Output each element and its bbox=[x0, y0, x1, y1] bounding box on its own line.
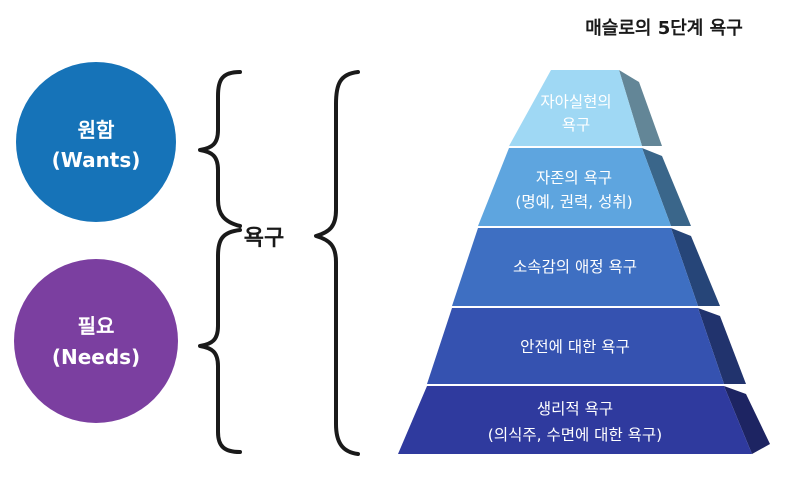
needs-sublabel: (Needs) bbox=[52, 345, 140, 369]
tier-label: 생리적 욕구 bbox=[537, 400, 613, 418]
pyramid-tier-physiological: 생리적 욕구 (의식주, 수면에 대한 욕구) bbox=[398, 386, 770, 454]
wants-label: 원함 bbox=[78, 118, 115, 142]
wants-circle: 원함 (Wants) bbox=[16, 62, 176, 222]
tier-label: 자존의 욕구 bbox=[536, 169, 612, 187]
pyramid-tier-esteem: 자존의 욕구 (명예, 권력, 성취) bbox=[478, 148, 691, 226]
tier-label: 자아실현의 bbox=[540, 93, 611, 111]
pyramid-tier-safety: 안전에 대한 욕구 bbox=[427, 308, 746, 384]
pyramid-tier-self-actualization: 자아실현의 욕구 bbox=[509, 70, 662, 146]
needs-brace bbox=[198, 228, 242, 454]
diagram-title: 매슬로의 5단계 욕구 bbox=[585, 18, 743, 39]
tier-sublabel: 욕구 bbox=[562, 116, 591, 134]
tier-label: 안전에 대한 욕구 bbox=[520, 338, 630, 356]
pyramid-tier-belonging: 소속감의 애정 욕구 bbox=[452, 228, 720, 306]
needs-circle: 필요 (Needs) bbox=[14, 259, 178, 423]
main-brace bbox=[314, 70, 360, 456]
tier-sublabel: (명예, 권력, 성취) bbox=[515, 193, 632, 211]
pyramid: 자아실현의 욕구 자존의 욕구 (명예, 권력, 성취) 소속감의 애정 욕구 … bbox=[398, 70, 770, 454]
tier-sublabel: (의식주, 수면에 대한 욕구) bbox=[488, 426, 662, 444]
needs-center-label: 욕구 bbox=[244, 226, 284, 251]
wants-brace bbox=[198, 70, 242, 228]
wants-sublabel: (Wants) bbox=[52, 148, 141, 172]
needs-label: 필요 bbox=[78, 314, 115, 338]
tier-label: 소속감의 애정 욕구 bbox=[513, 258, 637, 276]
